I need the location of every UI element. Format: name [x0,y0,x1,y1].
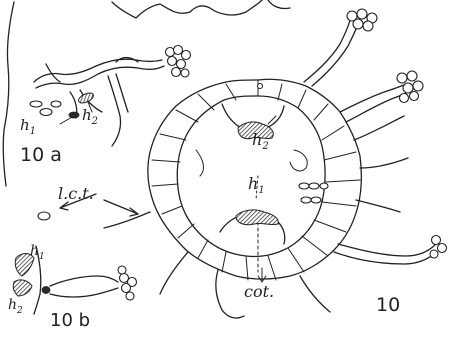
spore-r1-1 [397,73,407,83]
left-section-boundary [3,2,14,186]
fig10-label-cot: cot. [244,284,274,300]
fig10-cell-r1 [299,183,309,189]
fig10a-haustorium-h1 [69,112,79,118]
fig10-small-dot [258,84,263,89]
spore-lr-1 [432,236,441,245]
conidiophore-bottom [300,276,330,312]
fig10b-conidiophore [50,276,118,286]
spore-top-2 [357,9,367,19]
fig10-cot-pointer [258,268,266,282]
fig10-cell-r4 [301,197,311,203]
spore-r1-4 [403,83,413,93]
fig10a-hypha-main [34,59,162,82]
lct-small-cell [38,212,50,220]
fig10a-drawing [30,46,191,147]
fig10a-spore-3 [182,51,191,60]
fig10a-pointer-h1 [60,117,72,124]
spore-r1-3 [413,81,423,91]
conidiophore-lower-right [338,244,436,256]
fig10a-spore-4 [168,57,177,66]
conidiophore-left [104,212,150,228]
fig10-label-h2: h2 [252,132,269,152]
fig10b-spore-4 [126,292,134,300]
fig10-cell-r3 [320,183,328,189]
spore-r1-6 [400,94,409,103]
fig10a-cell-1 [30,101,42,107]
conidiophore-right-3 [360,158,408,168]
conidiophore-left-bottom [160,252,188,294]
fig10-label: 10 [376,296,400,315]
fig10a-branch-4 [108,76,121,146]
fig10a-cell-3 [51,101,61,107]
lct-label: l.c.t. [58,186,94,202]
fig10b-haustorium-h2 [13,280,32,296]
lct-arrow-right [104,200,138,214]
conidiophore-right-2 [354,116,404,140]
conidiophore-right-4 [356,200,400,212]
spore-top-5 [363,21,373,31]
fig10a-cell-2 [40,109,52,116]
fig10a-spore-6 [172,68,181,77]
fig10-label-h1: h1 [248,176,265,196]
fig10b-spore-5 [118,266,126,274]
fig10-conidiophores [104,9,447,318]
fig10a-haustorium-h2 [77,91,95,105]
fig10b-spore-3 [122,284,131,293]
spore-lr-3 [430,250,438,258]
fig10a-spore-7 [181,69,189,77]
fig10a-label-h1: h1 [20,118,36,137]
fig10-cell-r2 [309,183,319,189]
tissue-edge-top [112,0,262,18]
fig10a-spore-5 [177,60,186,69]
fig10b-label-h1: h1 [30,244,45,262]
fig10b-label: 10 b [50,312,90,330]
tissue-edge-top-2 [268,0,290,9]
fig10-cell-r5 [311,197,321,203]
spore-lr-2 [438,244,447,253]
fig10-haustorium-lower [236,210,278,225]
fig10b-label-h2: h2 [8,298,23,316]
fig10a-label-h2: h2 [82,108,98,127]
fig10a-spore-2 [174,46,183,55]
spore-top-4 [353,19,363,29]
fig10-inner-lobe-right [290,150,307,171]
spore-r1-2 [407,71,417,81]
spore-r1-5 [410,92,419,101]
fig10a-label: 10 a [20,146,62,165]
fig10-inner-lobe-left [196,150,203,176]
fig10b-dark-cell [42,287,50,294]
